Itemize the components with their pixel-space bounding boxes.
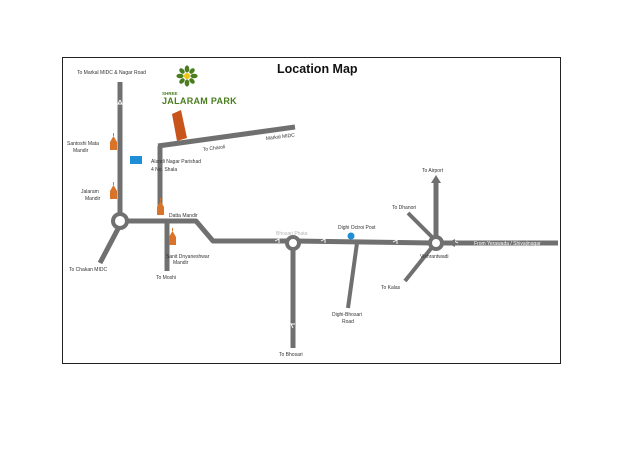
roads: [97, 82, 558, 348]
arrow-icon: [290, 323, 295, 329]
octroi-post-marker-icon: [347, 232, 355, 240]
label-from-yerawada: From Yerawada / Shivajinagar: [474, 241, 541, 247]
road-dhanori: [406, 211, 438, 243]
label-bhosari-phata: Bhosari Phata: [276, 231, 308, 237]
label-datta-mandir: Datta Mandir: [169, 213, 198, 219]
label-santoshi-mata-2: Mandir: [73, 148, 89, 154]
junction-vishrantwadi: [428, 235, 444, 251]
road-charoli-markal-diag: [157, 124, 296, 149]
label-jalaram-mandir-2: Mandir: [85, 196, 101, 202]
label-dighi-bhosari-1: Dighi-Bhosari: [332, 312, 362, 318]
airport-arrowhead-icon: [431, 175, 441, 183]
label-dighi-bhosari-2: Road: [342, 319, 354, 325]
label-santoshi-mata-1: Santoshi Mata: [67, 141, 99, 147]
yerawada-arrowhead-icon: [447, 239, 455, 247]
map-labels: To Markal MIDC & Nagar Road Santoshi Mat…: [67, 70, 541, 358]
road-kalas: [403, 244, 435, 283]
label-to-bhosari: To Bhosari: [279, 352, 303, 358]
temple-jalaram-icon: [110, 182, 117, 199]
label-to-dhanori: To Dhanori: [392, 205, 416, 211]
map-title: Location Map: [277, 62, 358, 76]
arrow-icon: [274, 238, 280, 243]
arrow-icon: [392, 239, 398, 244]
school-marker-icon: [130, 156, 142, 164]
label-alandi-parishad-2: 4 No. Shala: [151, 167, 177, 173]
label-markal-nagar-road: To Markal MIDC & Nagar Road: [77, 70, 146, 76]
label-dighi-octroi: Dighi Octroi Post: [338, 225, 376, 231]
label-to-chakan: To Chakan MIDC: [69, 267, 107, 273]
sunburst-logo-icon: [176, 65, 198, 87]
temple-santoshi-mata-icon: [110, 133, 117, 150]
label-sanit-dnyaneshwar-2: Mandir: [173, 260, 189, 266]
location-map: Location Map: [62, 57, 561, 364]
junction-bhosari-phata: [285, 235, 301, 251]
label-alandi-parishad-1: Alandi Nagar Parishad: [151, 159, 201, 165]
road-main-east: [292, 238, 434, 246]
temple-sanit-dnyaneshwar-icon: [169, 228, 176, 245]
label-to-airport: To Airport: [422, 168, 444, 174]
road-chakan: [97, 223, 123, 265]
junctions: [111, 212, 444, 251]
brand-line2: JALARAM PARK: [162, 96, 237, 106]
road-main-west: [125, 218, 293, 244]
label-sanit-dnyaneshwar-1: Sanit Dnyaneshwar: [166, 254, 210, 260]
road-dighi-bhosari: [346, 242, 359, 309]
map-canvas: Location Map: [67, 62, 558, 358]
junction-west-roundabout: [111, 212, 129, 230]
label-to-moshi: To Moshi: [156, 275, 176, 281]
label-vishrantwadi: Vishrantwadi: [420, 254, 449, 260]
jalaram-park-building: [172, 110, 187, 141]
arrowheads: [431, 175, 455, 247]
label-markal-midc: Markal MIDC: [266, 132, 296, 142]
label-to-kalas: To Kalas: [381, 285, 401, 291]
arrow-icon: [117, 99, 123, 105]
temple-datta-icon: [157, 198, 164, 215]
label-to-charoli: To Charoli: [203, 144, 226, 153]
brand-line1: SHREE: [162, 91, 178, 96]
label-jalaram-mandir-1: Jalaram: [81, 189, 99, 195]
jalaram-park-logo: SHREE JALARAM PARK: [162, 65, 237, 141]
arrow-icon: [320, 238, 326, 243]
